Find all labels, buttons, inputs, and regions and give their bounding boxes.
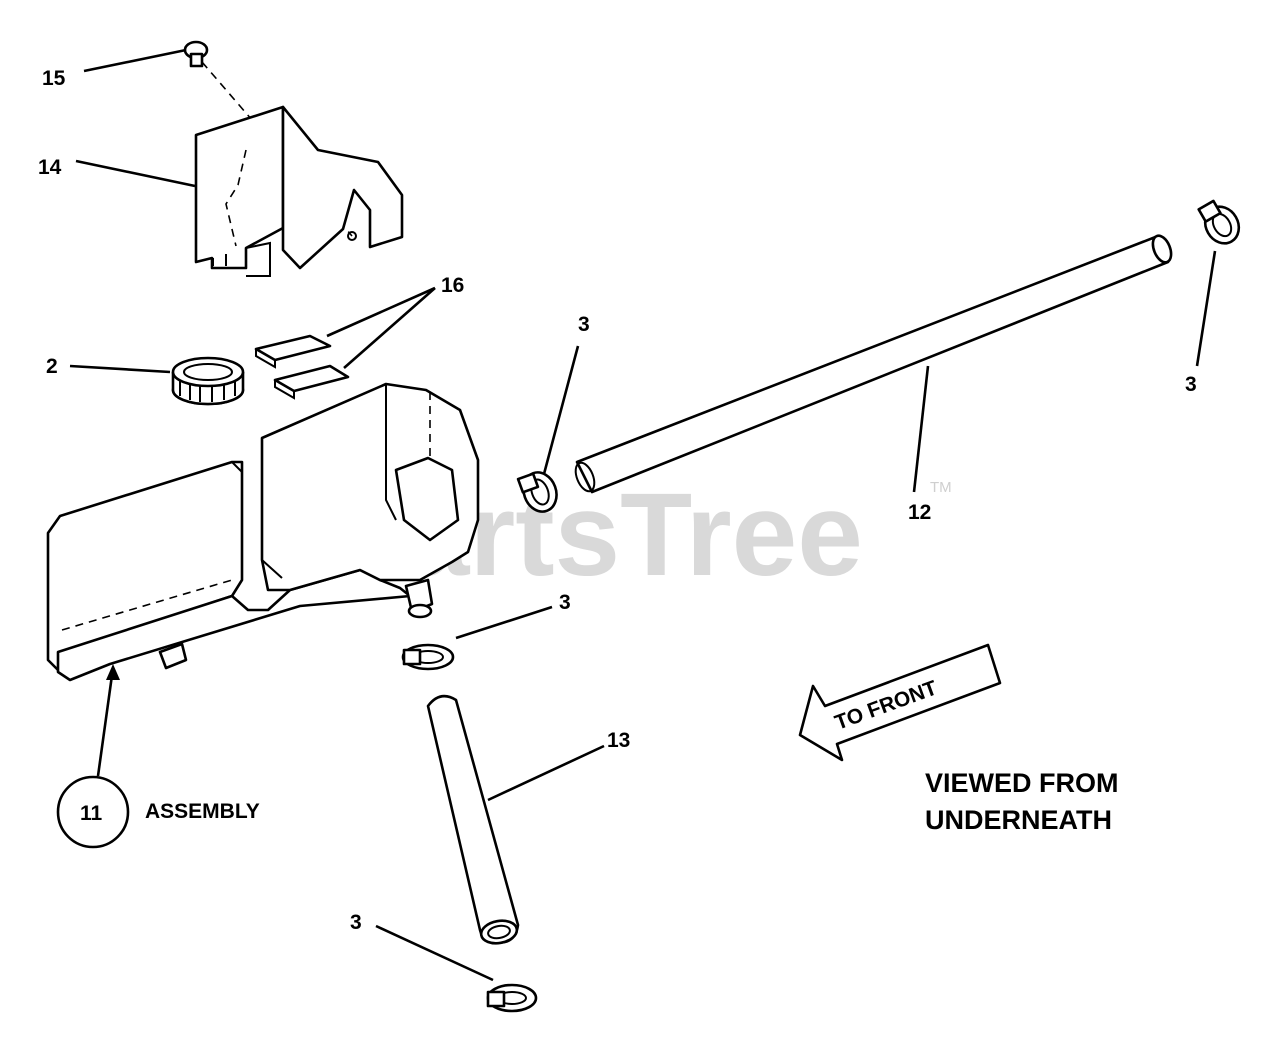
part-3-clamp-right — [1197, 199, 1241, 245]
watermark-trademark: TM — [930, 479, 952, 496]
callout-14: 14 — [38, 156, 62, 179]
callout-3-hose-end: 3 — [578, 313, 590, 336]
callout-2: 2 — [46, 355, 58, 378]
part-14-shield — [194, 105, 404, 277]
callout-3-mid: 3 — [559, 591, 571, 614]
callout-15: 15 — [42, 67, 66, 90]
part-3-clamp-mid — [401, 643, 455, 671]
part-3-clamp-bottom — [486, 983, 538, 1013]
arrowhead-11 — [106, 664, 120, 680]
part-16-pads — [254, 334, 350, 400]
part-3-clamp-hose-end — [516, 471, 558, 513]
part-12-hose — [574, 234, 1173, 494]
part-2-fuel-cap — [171, 356, 245, 406]
callout-3-right: 3 — [1185, 373, 1197, 396]
part-13-hose — [426, 694, 520, 945]
callout-12: 12 — [908, 501, 931, 524]
assembly-label: ASSEMBLY — [145, 800, 260, 823]
leader-lines — [69, 48, 1217, 982]
part-11-fuel-tank — [46, 382, 480, 682]
callout-11-circle — [56, 775, 130, 849]
to-front-arrow: TO FRONT — [798, 643, 1002, 762]
view-note-line1: VIEWED FROM — [925, 768, 1119, 798]
view-note-line2: UNDERNEATH — [925, 805, 1112, 835]
callout-13: 13 — [607, 729, 630, 752]
callout-16: 16 — [441, 274, 464, 297]
callout-3-bottom: 3 — [350, 911, 362, 934]
callout-11: 11 — [80, 802, 103, 825]
